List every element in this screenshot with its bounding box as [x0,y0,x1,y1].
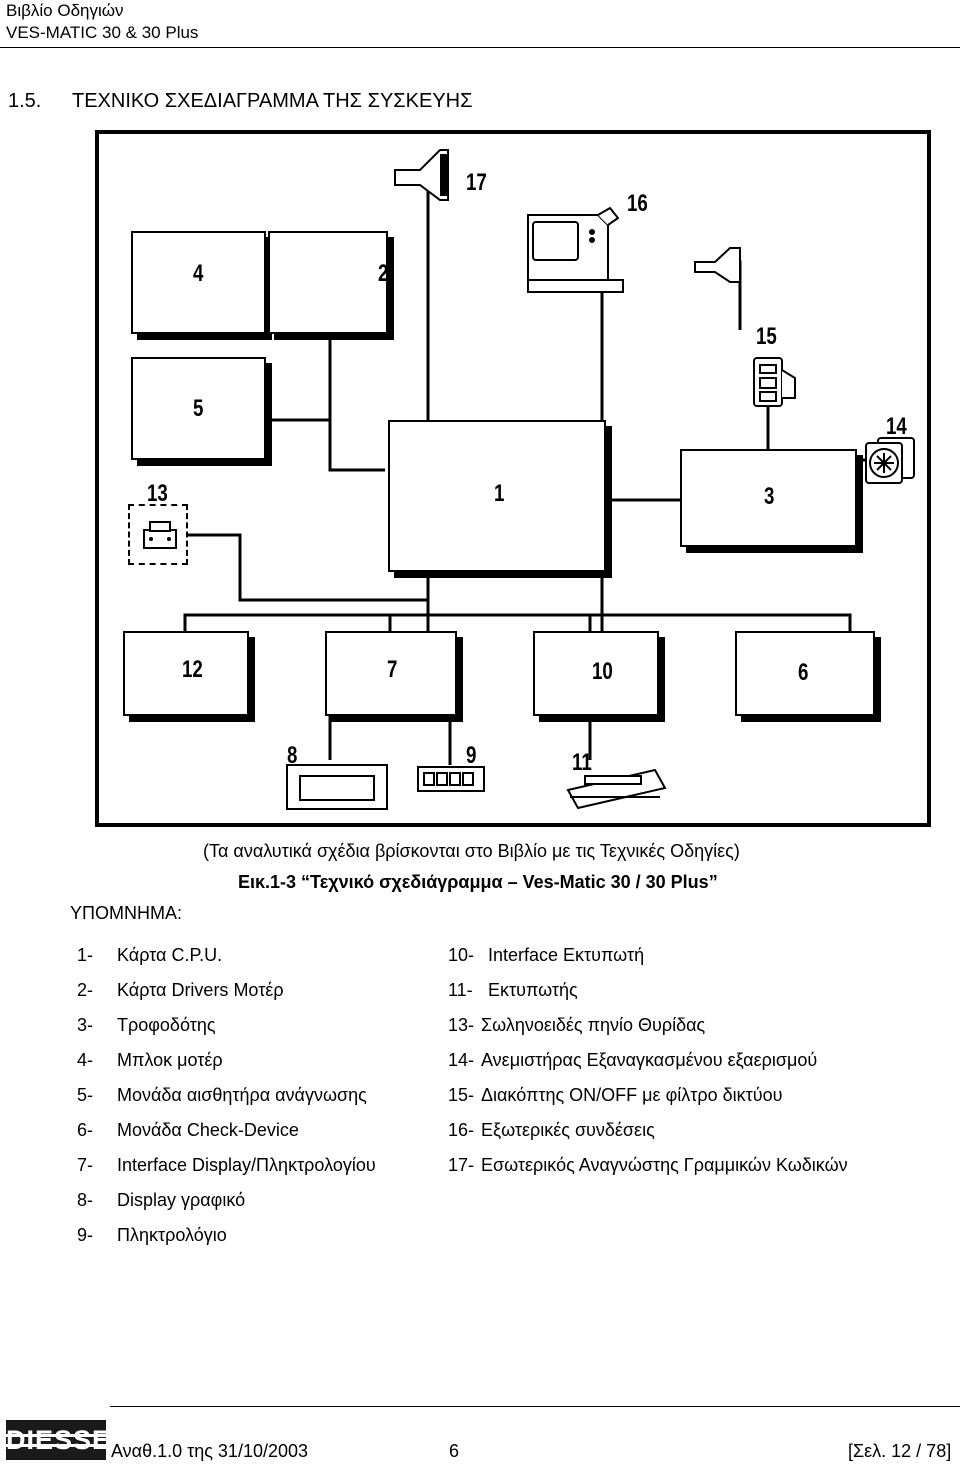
block-motor-drivers [268,231,388,334]
header-divider [0,47,960,48]
block-12 [123,631,249,716]
legend-number: 14- [448,1050,475,1070]
section-number: 1.5. [8,90,42,112]
legend-number: 15- [448,1085,475,1105]
legend-number: 10- [448,945,475,965]
label-6: 6 [798,659,809,686]
section-heading: 1.5. ΤΕΧΝΙΚΟ ΣΧΕΔΙΑΓΡΑΜΜΑ ΤΗΣ ΣΥΣΚΕΥΗΣ [8,90,472,113]
legend-text: Κάρτα C.P.U. [117,945,223,965]
legend-text: Display γραφικό [117,1190,246,1210]
solenoid-box [128,504,188,565]
label-8: 8 [287,742,298,769]
logo-text: DIESSE [6,1425,112,1455]
label-4: 4 [193,260,204,287]
block-check-device [735,631,875,716]
legend-number: 2- [77,980,94,1000]
legend-number: 5- [77,1085,94,1105]
block-diagram-frame [95,130,931,827]
label-17: 17 [466,169,487,196]
logo-stripe [6,1434,106,1437]
keyboard-icon [417,766,485,792]
legend-text: Εκτυπωτής [488,980,578,1000]
legend-number: 1- [77,945,94,965]
product-name: VES-MATIC 30 & 30 Plus [6,23,199,42]
revision-info: Αναθ.1.0 της 31/10/2003 [111,1441,309,1461]
label-13: 13 [147,480,168,507]
solenoid-icon [143,521,177,549]
block-reading-sensor [131,357,266,460]
legend-text: Interface Display/Πληκτρολογίου [117,1155,376,1175]
legend-number: 17- [448,1155,475,1175]
legend-number: 8- [77,1190,94,1210]
fan-icon [865,437,915,484]
legend-text: Τροφοδότης [117,1015,216,1035]
label-12: 12 [182,656,203,683]
page-number: [Σελ. 12 / 78] [848,1441,952,1461]
label-5: 5 [193,395,204,422]
legend-text: Εξωτερικές συνδέσεις [481,1120,655,1140]
legend-number: 4- [77,1050,94,1070]
block-display-interface [325,631,457,716]
label-1: 1 [494,480,505,507]
legend-text: Ανεμιστήρας Εξαναγκασμένου εξαερισμού [481,1050,818,1070]
logo-stripe [6,1444,106,1447]
section-title: ΤΕΧΝΙΚΟ ΣΧΕΔΙΑΓΡΑΜΜΑ ΤΗΣ ΣΥΣΚΕΥΗΣ [72,90,473,112]
figure-caption: Εικ.1-3 “Τεχνικό σχεδιάγραμμα – Ves-Mati… [238,872,718,892]
company-logo: DIESSE [6,1420,112,1460]
block-cpu [388,420,606,572]
label-10: 10 [592,658,613,685]
legend-number: 7- [77,1155,94,1175]
label-15: 15 [756,323,777,350]
label-3: 3 [764,483,775,510]
legend-text: Μονάδα Check-Device [117,1120,299,1140]
legend-number: 3- [77,1015,94,1035]
monitor-icon [527,206,624,293]
legend-number: 9- [77,1225,94,1245]
figure-note: (Τα αναλυτικά σχέδια βρίσκονται στο Βιβλ… [203,841,740,861]
legend-left: 1- Κάρτα C.P.U. 2- Κάρτα Drivers Μοτέρ 3- Τ… [77,944,437,1254]
label-9: 9 [466,742,477,769]
legend-number: 6- [77,1120,94,1140]
printer-icon [566,768,667,810]
legend-text: Interface Εκτυπωτή [488,945,645,965]
footer-divider [110,1406,960,1407]
legend-text: Πληκτρολόγιο [117,1225,227,1245]
legend-number: 13- [448,1015,475,1035]
chapter-number: 6 [449,1441,460,1461]
legend-text: Διακόπτης ON/OFF με φίλτρο δικτύου [481,1085,783,1105]
legend-number: 11- [448,980,473,1000]
label-14: 14 [886,413,907,440]
label-2: 2 [378,260,389,287]
barcode-reader-icon [394,149,449,201]
block-power-supply [680,449,857,547]
legend-text: Σωληνοειδές πηνίο Θυρίδας [481,1015,706,1035]
legend-text: Μονάδα αισθητήρα ανάγνωσης [117,1085,367,1105]
legend-right: 10- Interface Εκτυπωτή 11- Εκτυπωτής 13- Σω… [448,944,948,1194]
block-printer-interface [533,631,659,716]
legend-title: ΥΠΟΜΝΗΜΑ: [70,903,182,923]
legend-text: Κάρτα Drivers Μοτέρ [117,980,284,1000]
manual-title: Βιβλίο Οδηγιών [6,1,124,20]
block-motor-unit [131,231,266,334]
legend-text: Μπλοκ μοτέρ [117,1050,223,1070]
legend-text: Εσωτερικός Αναγνώστης Γραμμικών Κωδικών [481,1155,848,1175]
label-7: 7 [387,656,398,683]
switch-filter-icon [753,357,796,407]
legend-number: 16- [448,1120,475,1140]
label-11: 11 [572,749,592,776]
label-16: 16 [627,190,648,217]
display-icon [286,764,388,810]
